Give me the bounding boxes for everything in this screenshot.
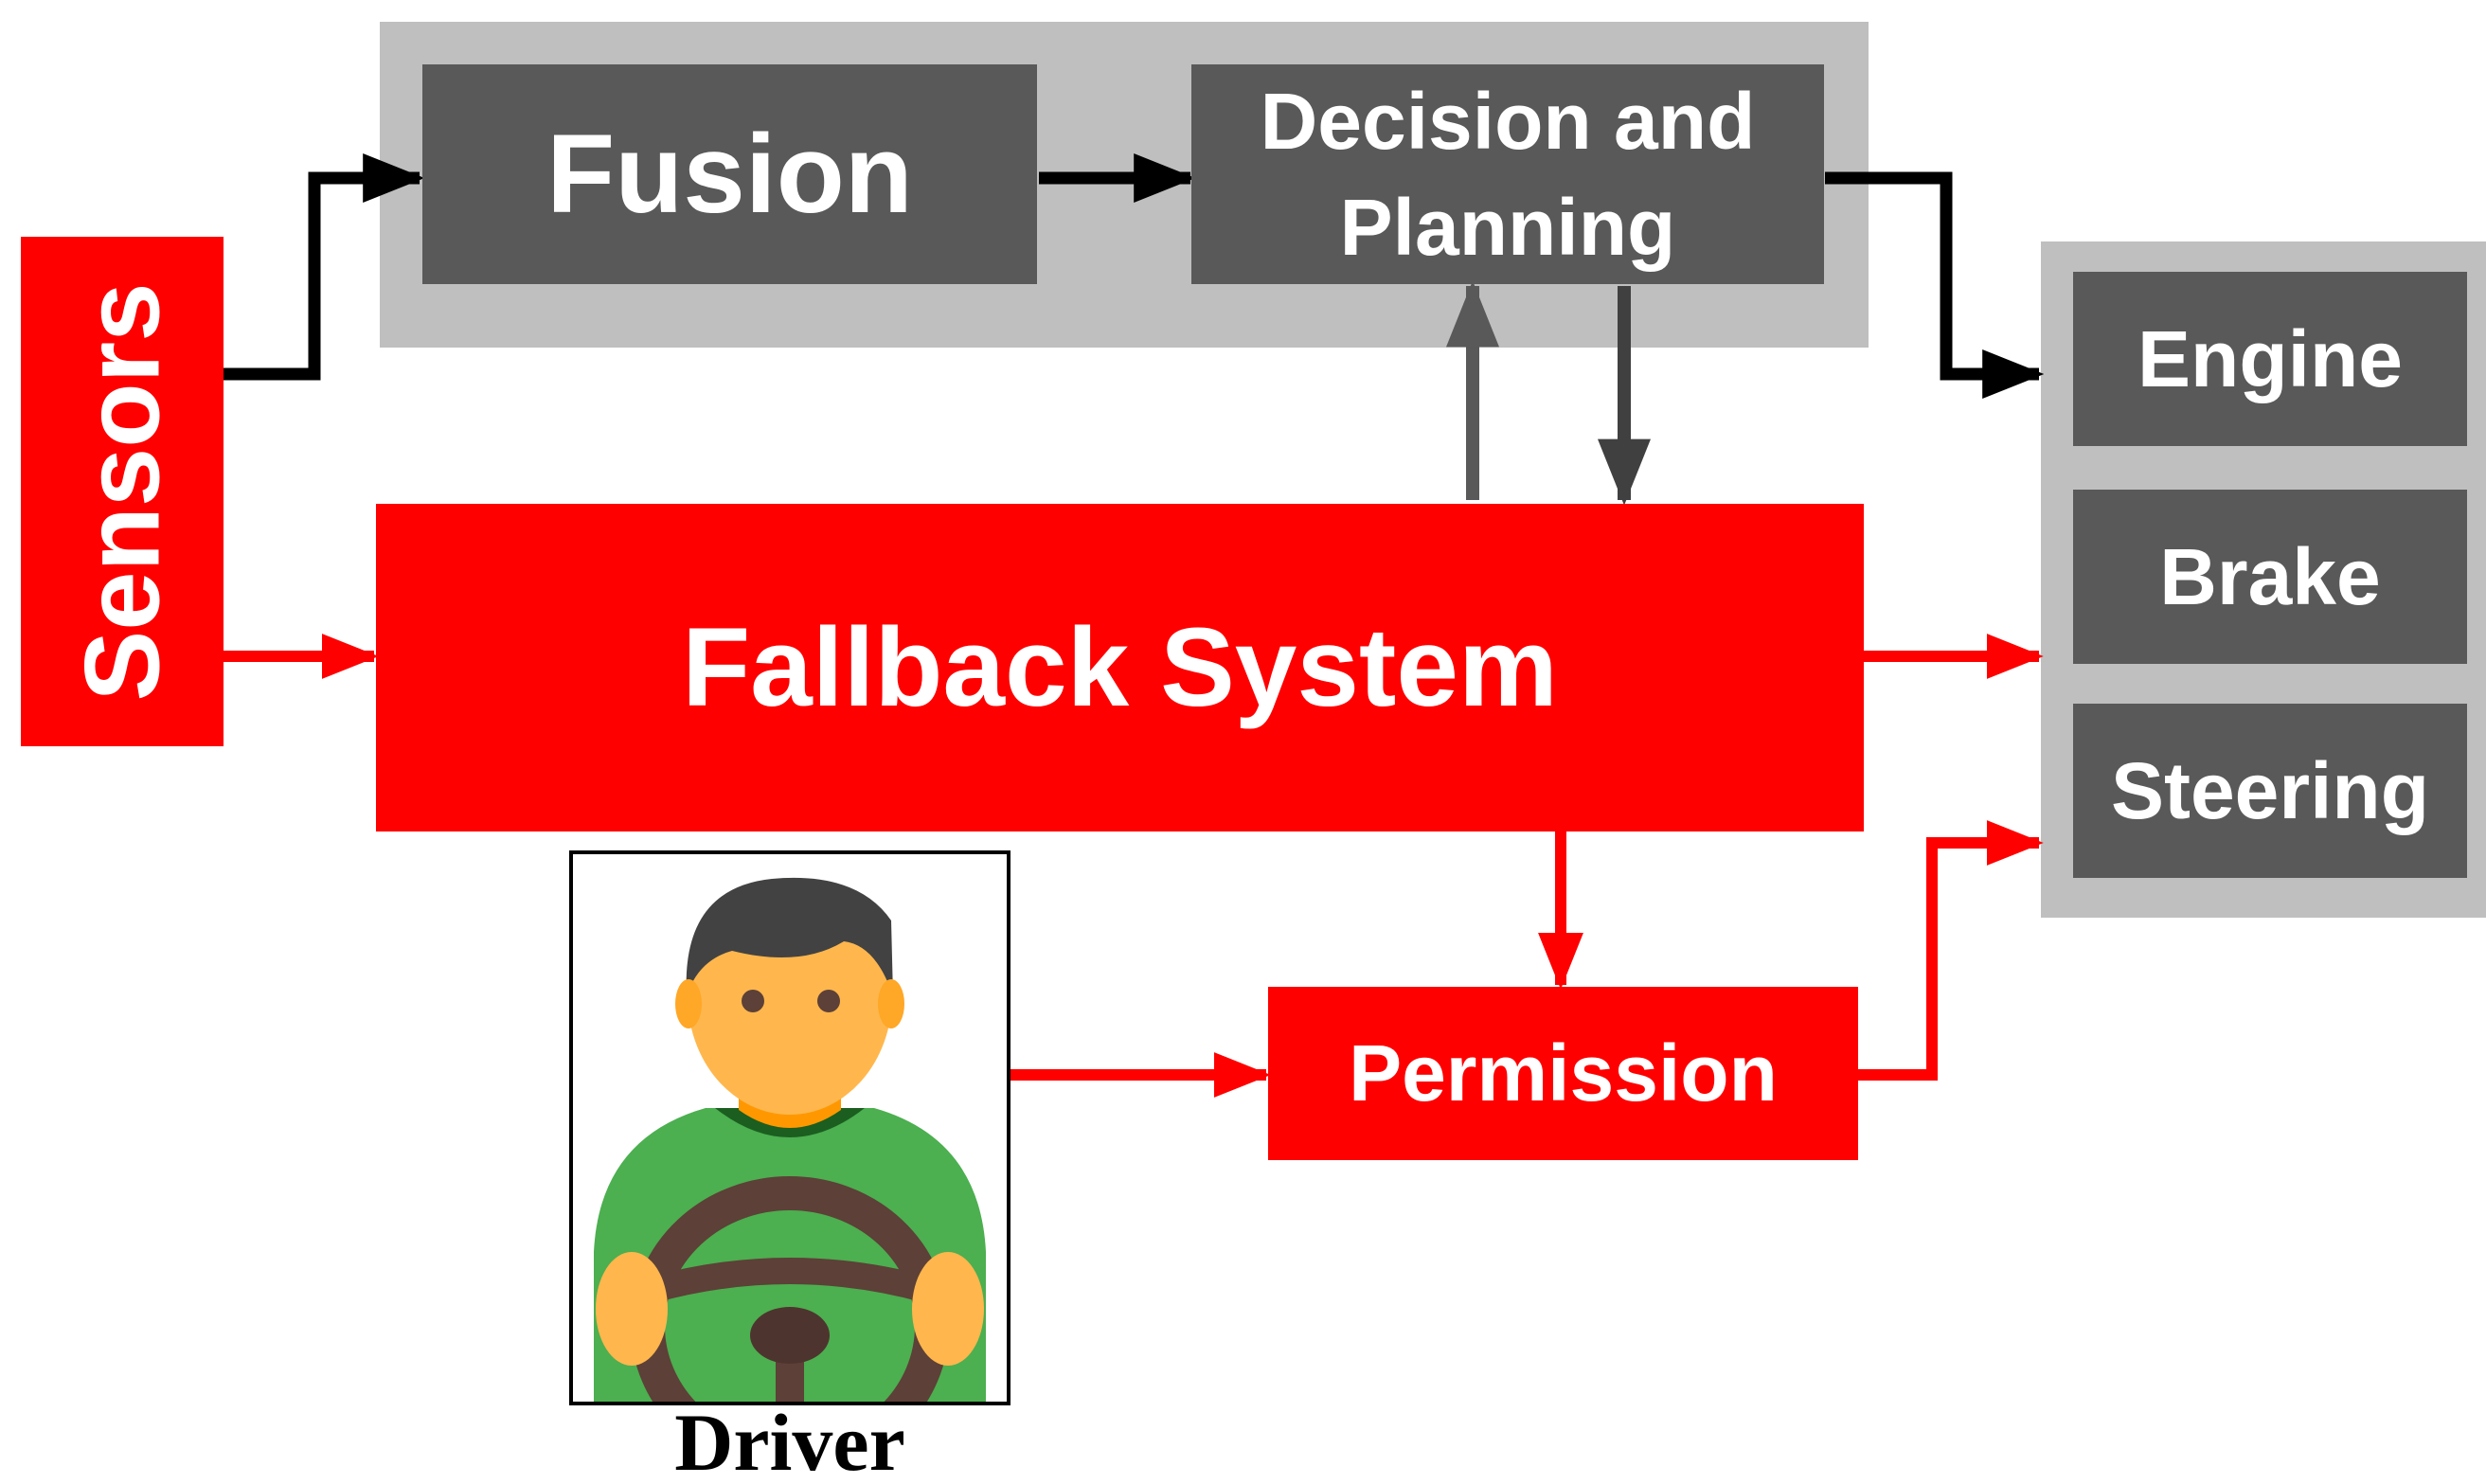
arrow-sensors-to-fusion (224, 153, 425, 381)
decision-planning-node: Decision and Planning (1191, 64, 1824, 284)
engine-label: Engine (2137, 313, 2403, 403)
brake-node: Brake (2073, 490, 2467, 664)
sensors-label: Sensors (63, 282, 182, 701)
fallback-system-node: Fallback System (376, 504, 1864, 831)
driver-label: Driver (674, 1397, 905, 1484)
fusion-node: Fusion (422, 64, 1037, 284)
fallback-label: Fallback System (682, 605, 1558, 730)
driver-with-steering-wheel-icon (594, 877, 986, 1402)
steering-label: Steering (2110, 745, 2430, 835)
arrow-permission-to-steering (1858, 820, 2044, 1081)
driver-image-frame (569, 850, 1010, 1405)
steering-node: Steering (2073, 704, 2467, 878)
fusion-label: Fusion (546, 112, 913, 237)
sensors-node: Sensors (21, 237, 224, 746)
brake-label: Brake (2159, 531, 2381, 621)
arrow-decision-to-engine (1825, 171, 2045, 399)
decision-label-line1: Decision and (1260, 77, 1756, 166)
engine-node: Engine (2073, 272, 2467, 446)
decision-label-line2: Planning (1339, 183, 1676, 272)
permission-node: Permission (1268, 987, 1858, 1160)
permission-label: Permission (1349, 1028, 1778, 1117)
